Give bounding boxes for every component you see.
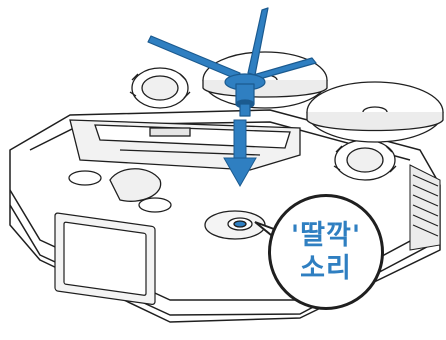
click-sound-callout: '딸깍' 소리 (268, 194, 384, 310)
callout-line-1: '딸깍' (291, 219, 361, 252)
side-vent-panel (55, 213, 155, 305)
callout-line-2: 소리 (300, 252, 352, 285)
right-wheel (334, 140, 396, 180)
side-vent-grill (410, 165, 440, 250)
left-wheel (130, 68, 190, 108)
brush-socket (228, 218, 252, 230)
mop-disc-right (307, 82, 443, 142)
